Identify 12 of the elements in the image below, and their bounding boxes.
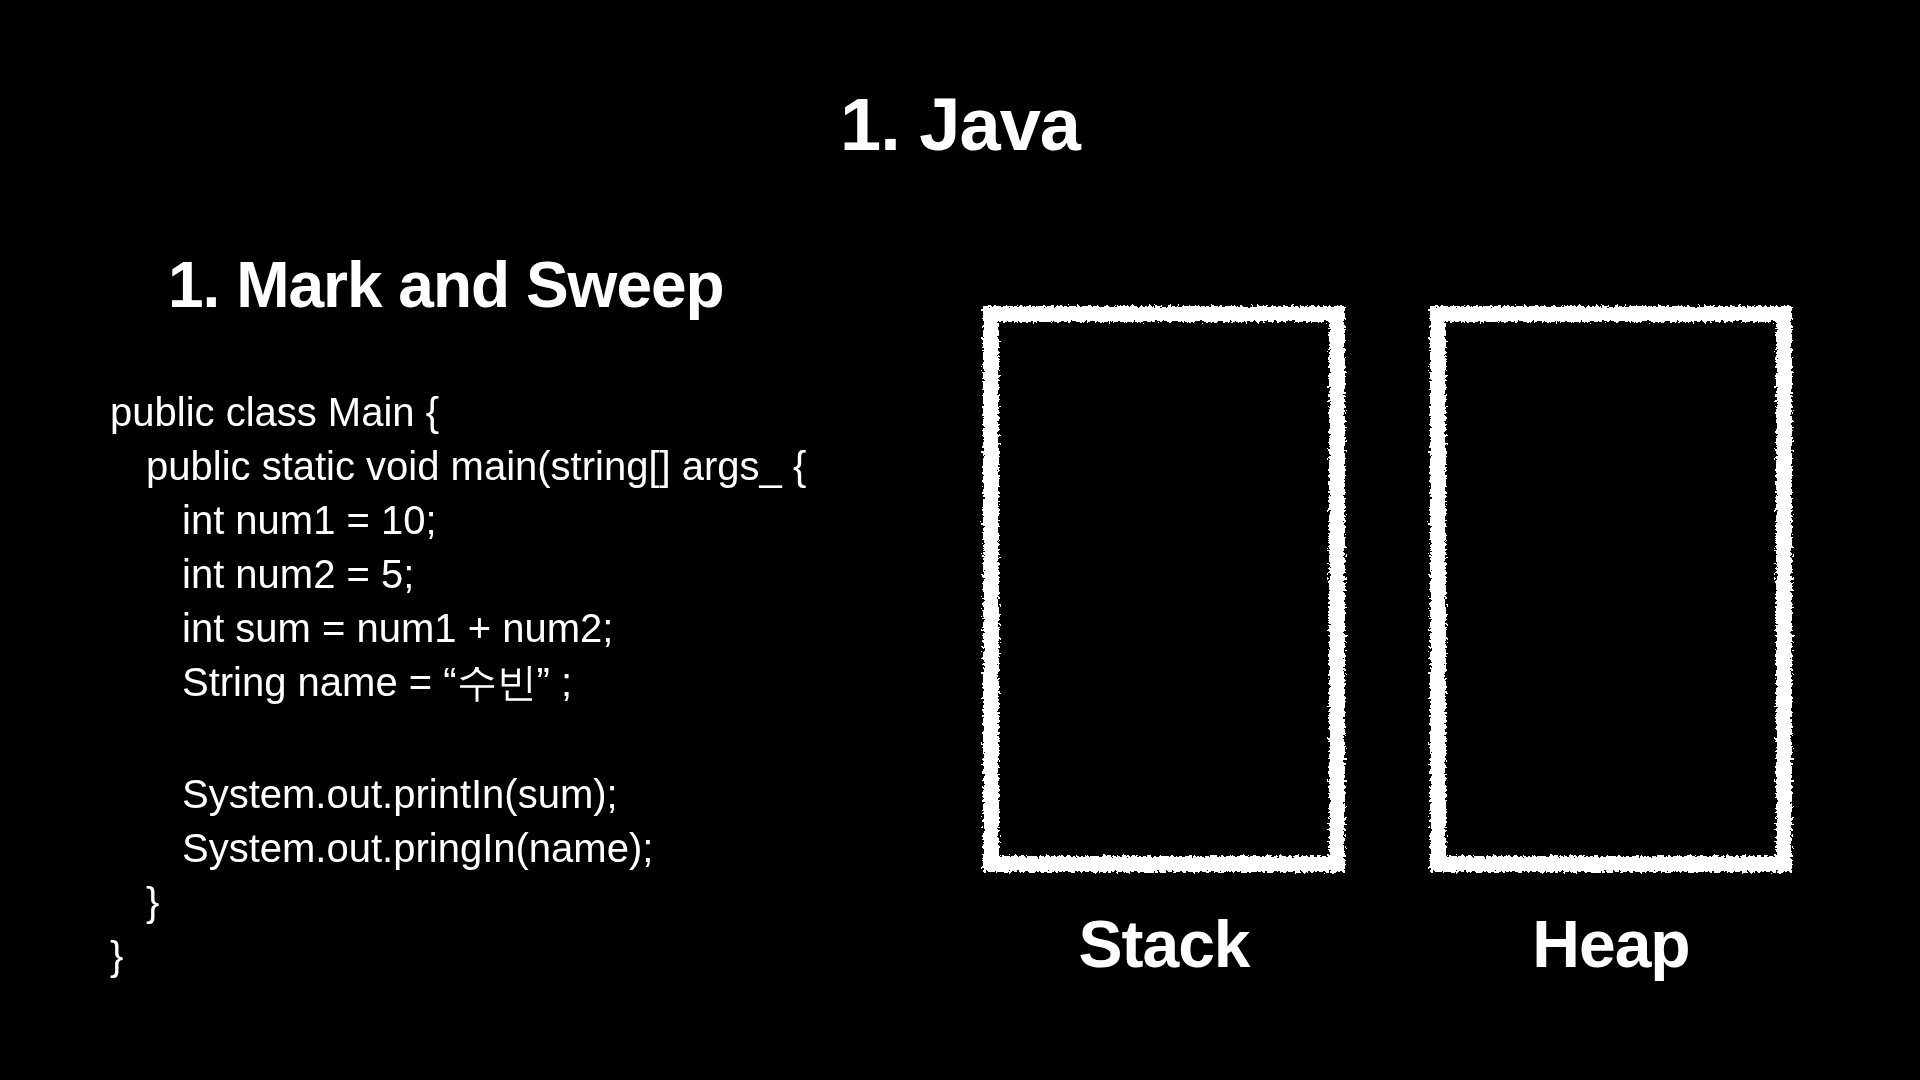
code-line: System.out.printIn(sum); bbox=[182, 774, 618, 814]
code-line: String name = “수빈” ; bbox=[182, 662, 573, 702]
code-line: System.out.pringIn(name); bbox=[182, 828, 654, 868]
code-line: public class Main { bbox=[110, 392, 440, 432]
code-line: int num2 = 5; bbox=[182, 554, 415, 594]
slide-title: 1. Java bbox=[839, 88, 1082, 162]
code-line: int num1 = 10; bbox=[182, 500, 437, 540]
code-line: int sum = num1 + num2; bbox=[182, 608, 614, 648]
code-line: } bbox=[146, 882, 160, 922]
frame-label: Stack bbox=[1078, 911, 1250, 977]
code-line: public static void main(string[] args_ { bbox=[146, 446, 807, 486]
code-line: } bbox=[110, 936, 124, 976]
